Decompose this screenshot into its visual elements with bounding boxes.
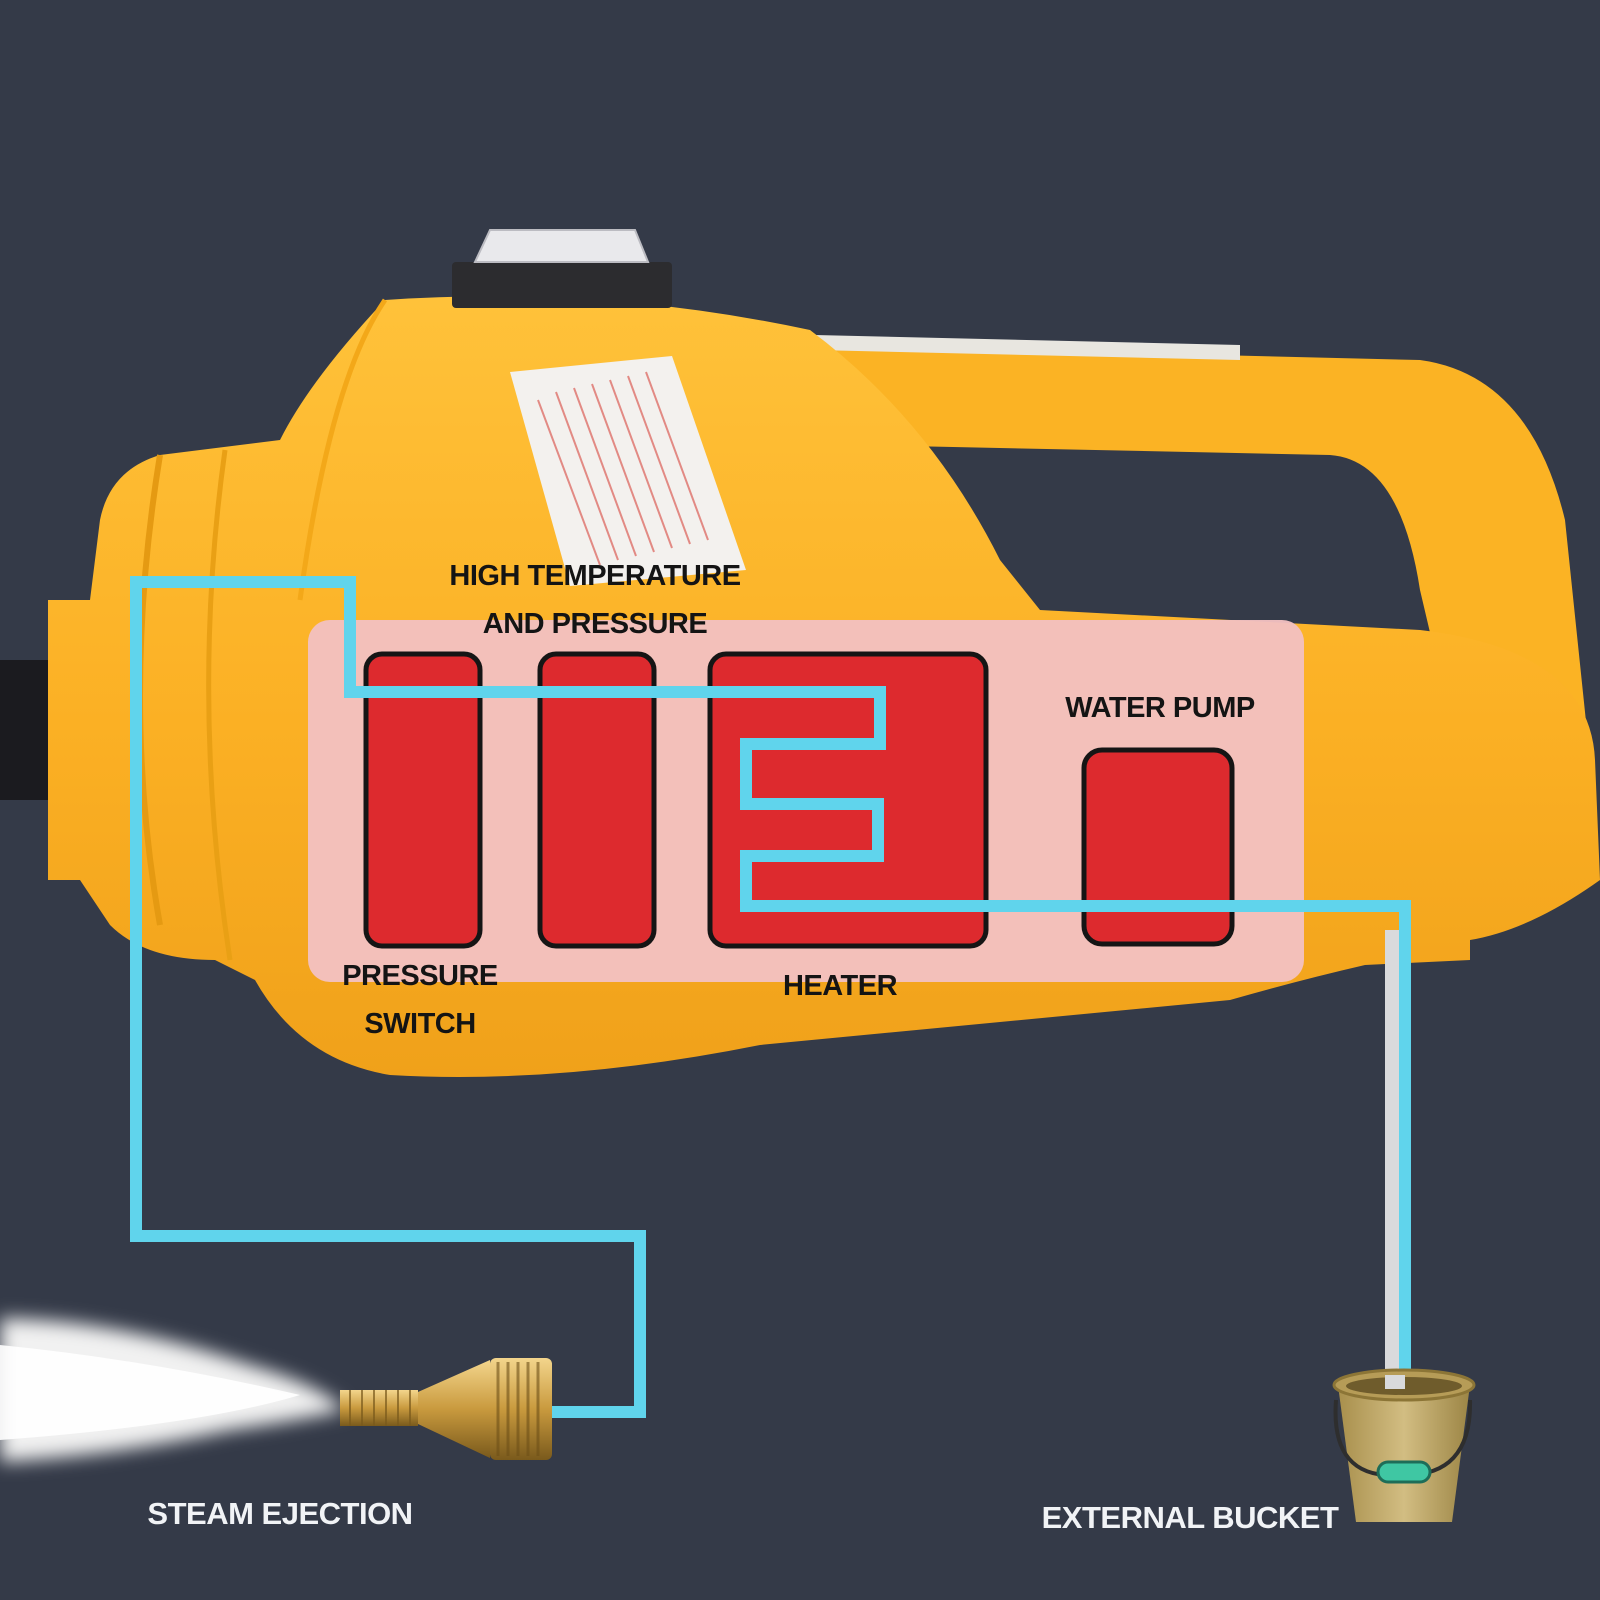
water-pump-label: WATER PUMP <box>1040 684 1280 732</box>
water-pump-label-text: WATER PUMP <box>1065 692 1255 724</box>
handle <box>800 345 1590 760</box>
high-temp-label-line1: HIGH TEMPERATURE <box>449 560 741 592</box>
steam-ejection-label-text: STEAM EJECTION <box>147 1496 413 1531</box>
housing-contour <box>297 298 388 601</box>
high-temp-chamber-block <box>537 651 657 949</box>
housing-contour <box>206 449 233 961</box>
steam-cloud-icon <box>0 1318 345 1462</box>
high-temp-label-line2: AND PRESSURE <box>482 608 708 640</box>
water-pump-block <box>1081 747 1235 947</box>
external-bucket-label: EXTERNAL BUCKET <box>1040 1494 1340 1542</box>
high-temp-label: HIGH TEMPERATURE AND PRESSURE <box>430 552 760 648</box>
rating-sticker <box>510 356 746 586</box>
pressure-switch-label-line2: SWITCH <box>364 1008 476 1040</box>
power-switch-base <box>452 262 672 308</box>
steam-ejection-label: STEAM EJECTION <box>130 1490 430 1538</box>
handle-top-strip <box>815 335 1240 360</box>
brass-nozzle-icon <box>340 1358 552 1460</box>
bucket-icon <box>1332 1368 1476 1522</box>
heater-label: HEATER <box>760 962 920 1010</box>
pressure-switch-label-line1: PRESSURE <box>342 960 498 992</box>
water-pipe <box>130 576 1411 1418</box>
heater-label-text: HEATER <box>782 970 898 1002</box>
pressure-switch-block <box>363 651 483 949</box>
external-bucket-label-text: EXTERNAL BUCKET <box>1041 1500 1339 1535</box>
pressure-switch-label: PRESSURE SWITCH <box>330 952 510 1048</box>
power-switch-button <box>473 229 650 263</box>
